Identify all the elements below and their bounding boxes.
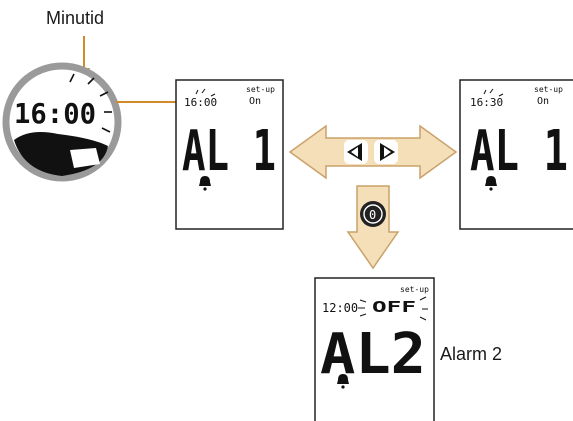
screen-al2-bottom: 12:00 set-up OFF AL2 — [314, 277, 435, 421]
bell-icon — [199, 176, 211, 191]
screen-bottom-main: AL2 — [320, 322, 426, 387]
left-right-arrow — [288, 124, 458, 180]
screen-right-main: AL 1 — [470, 119, 568, 184]
right-symbol: ▶ — [0, 0, 1, 1]
screen-left-status: On — [249, 96, 261, 107]
screen-al1-right: 16:30 set-up On AL 1 — [459, 79, 573, 230]
screen-bottom-setup: set-up — [400, 285, 429, 294]
screen-bottom-time: 12:00 — [322, 301, 358, 315]
right-button[interactable]: ▶ — [0, 0, 398, 164]
screen-right-time: 16:30 — [470, 96, 503, 109]
screen-left-main: AL 1 — [182, 119, 276, 184]
bell-icon-bottom — [337, 374, 349, 389]
screen-left-setup: set-up — [246, 85, 275, 94]
watch-time: 16:00 — [14, 97, 96, 130]
watch-illustration: 16:00 — [2, 62, 122, 182]
screen-right-setup: set-up — [534, 85, 563, 94]
left-button[interactable]: ◀ — [0, 0, 368, 164]
bell-icon-right — [485, 176, 497, 191]
minutes-label: Minutid — [46, 8, 105, 28]
screen-al1-left: 16:00 set-up On AL 1 — [175, 79, 284, 230]
screen-left-time: 16:00 — [184, 96, 217, 109]
screen-right-status: On — [537, 96, 549, 107]
flash-marks-right — [483, 88, 504, 97]
screen-bottom-status: OFF — [372, 298, 416, 316]
flash-marks-bottom — [358, 296, 428, 321]
flash-marks — [69, 73, 112, 133]
flash-marks-left — [195, 88, 216, 97]
alarm-2-label: Alarm 2 — [440, 344, 503, 364]
ok-symbol: 0 — [369, 208, 376, 222]
left-symbol: ◀ — [0, 0, 1, 1]
ok-button[interactable]: 0 — [360, 201, 386, 227]
